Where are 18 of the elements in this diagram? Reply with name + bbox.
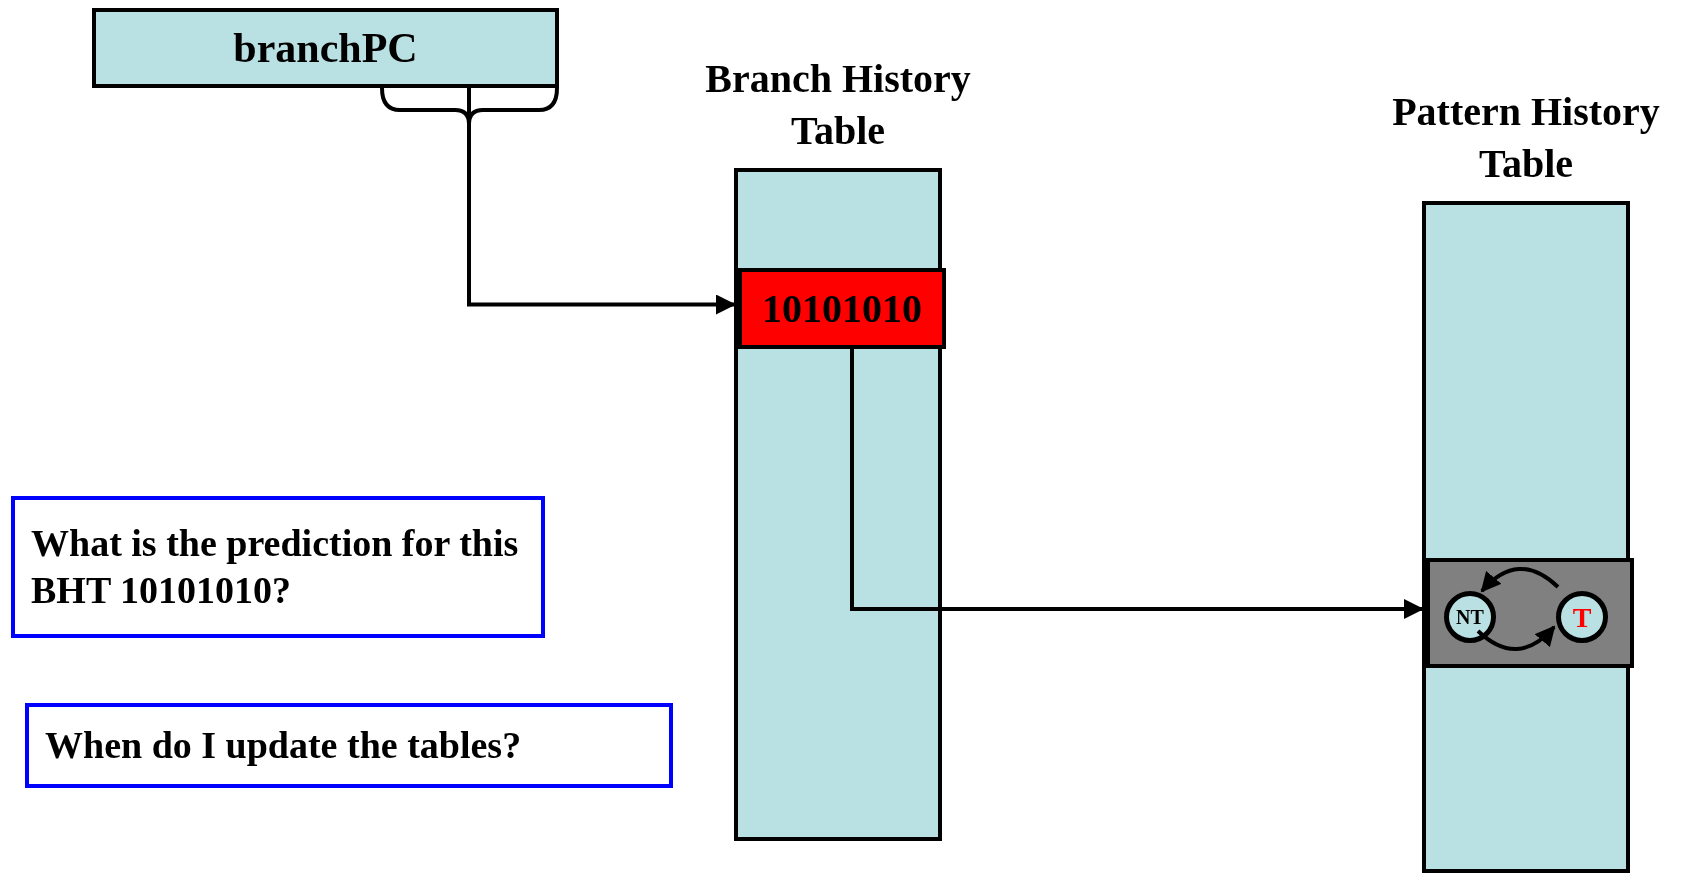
entry-value: 10101010 (762, 284, 922, 333)
question-text: What is the prediction for this BHT 10101010? (31, 520, 520, 613)
register-label: branchPC (233, 23, 418, 73)
question-text: When do I update the tables? (45, 722, 522, 768)
question-box (25, 703, 673, 788)
question-box (11, 496, 545, 638)
arrow (1476, 625, 1556, 651)
state-label: T (1572, 600, 1592, 635)
arrow (1480, 567, 1560, 593)
state-label: NT (1456, 604, 1484, 630)
arrow (467, 88, 736, 315)
state-circle (1444, 591, 1496, 643)
table-entry (738, 268, 946, 349)
register-box (92, 8, 559, 88)
table-heading: Pattern History Table (1391, 88, 1661, 188)
table-heading: Branch History Table (704, 55, 972, 155)
state-circle (1556, 591, 1608, 643)
table-entry (1426, 558, 1634, 668)
